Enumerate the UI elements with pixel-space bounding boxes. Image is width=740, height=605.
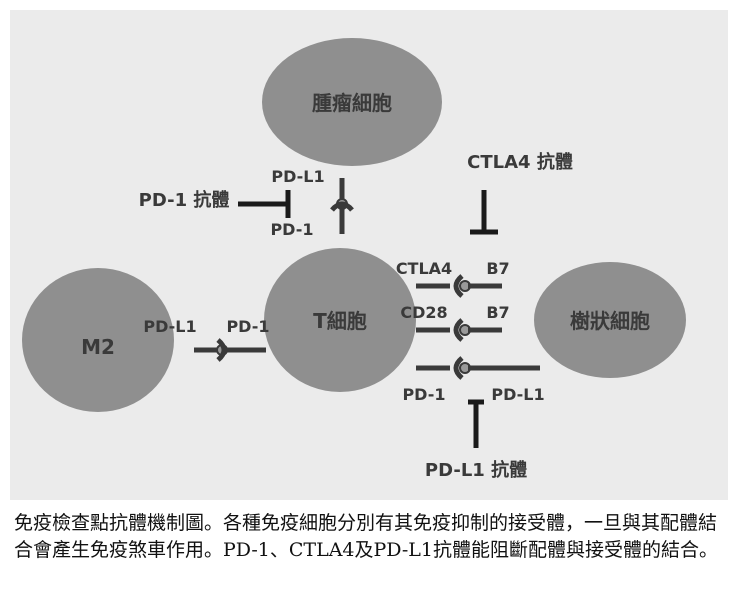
- pd-l1-label-top: PD-L1: [271, 167, 324, 186]
- t-cell-label: T細胞: [313, 309, 367, 333]
- figure-caption: 免疫檢查點抗體機制圖。各種免疫細胞分別有其免疫抑制的接受體，一旦與其配體結合會產…: [14, 512, 719, 561]
- m2-cell: [22, 268, 174, 412]
- pd1-antibody-label: PD-1 抗體: [139, 189, 230, 211]
- immune-checkpoint-diagram: 腫瘤細胞 T細胞 M2 樹狀細胞 PD-L1 PD-1 PD-1 抗體 CTLA…: [10, 10, 728, 500]
- pd-1-label-bottom: PD-1: [402, 385, 445, 404]
- pd1-antibody-blocker: [238, 190, 291, 218]
- dendritic-cell: [534, 262, 686, 378]
- pd-l1-label-left: PD-L1: [143, 317, 196, 336]
- pd-1-label-left: PD-1: [226, 317, 269, 336]
- m2-pd1-binding: [194, 338, 266, 362]
- ctla4-antibody-label: CTLA4 抗體: [467, 151, 573, 173]
- ctla4-label: CTLA4: [396, 259, 452, 278]
- tumor-cell: [262, 38, 442, 166]
- tumor-pd1-binding: [330, 178, 354, 234]
- dendritic-cell-label: 樹狀細胞: [570, 309, 650, 333]
- pd1-pdl1-binding-right: [416, 356, 540, 380]
- ctla4-b7-binding: [416, 274, 502, 298]
- t-cell: [264, 248, 416, 392]
- pd-l1-antibody-blocker: [468, 399, 484, 448]
- ctla4-antibody-blocker: [470, 190, 498, 235]
- pd-1-label-top: PD-1: [270, 220, 313, 239]
- cd28-b7-binding: [416, 318, 502, 342]
- pd-l1-label-bottom: PD-L1: [491, 385, 544, 404]
- b7-label-top: B7: [486, 259, 509, 278]
- cd28-label: CD28: [400, 303, 447, 322]
- b7-label-mid: B7: [486, 303, 509, 322]
- tumor-cell-label: 腫瘤細胞: [312, 91, 392, 115]
- m2-cell-label: M2: [81, 335, 115, 359]
- pd-l1-antibody-label: PD-L1 抗體: [425, 459, 527, 481]
